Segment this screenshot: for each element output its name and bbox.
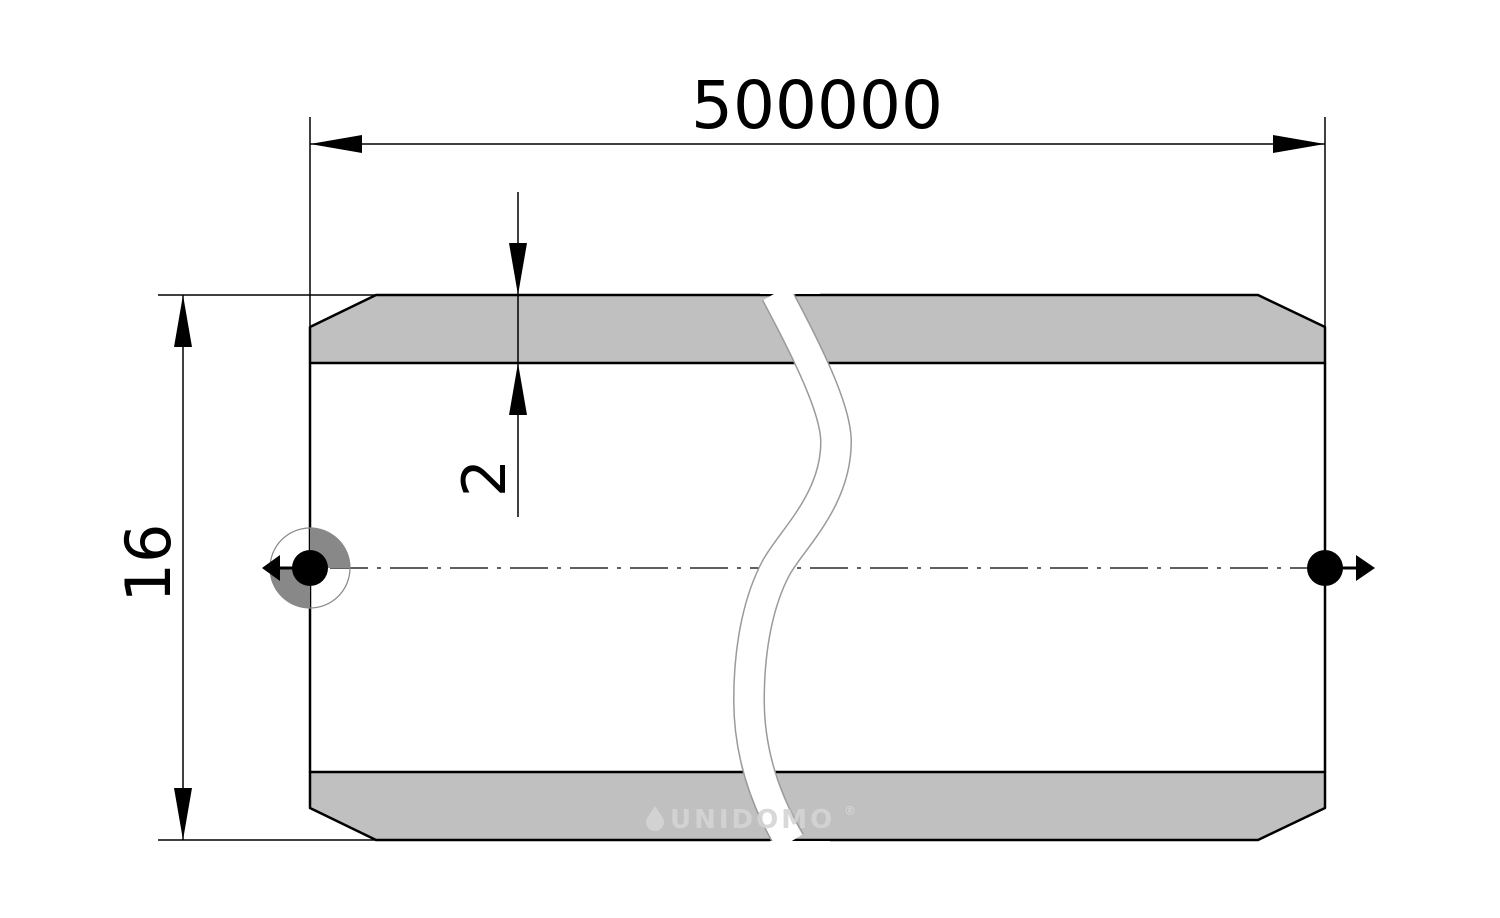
diameter-dimension: 16 bbox=[112, 295, 192, 840]
watermark: UNIDOMO ® bbox=[646, 804, 856, 835]
length-dimension: 500000 bbox=[310, 67, 1325, 153]
arrowhead-left bbox=[310, 135, 362, 153]
wall-thickness-dimension: 2 bbox=[450, 192, 527, 517]
break-gap bbox=[734, 286, 851, 850]
water-drop-icon bbox=[646, 806, 664, 831]
arrowhead-wall-down bbox=[509, 243, 527, 295]
watermark-registered-mark: ® bbox=[844, 804, 856, 818]
break-top-mask bbox=[760, 280, 820, 294]
flow-in-arrow-icon bbox=[262, 527, 351, 609]
flow-out-arrow-icon bbox=[1307, 550, 1375, 586]
arrowhead-wall-up bbox=[509, 363, 527, 415]
arrowhead-top bbox=[174, 295, 192, 347]
arrowhead-right bbox=[1273, 135, 1325, 153]
arrowhead-bottom bbox=[174, 788, 192, 840]
break-bottom-mask bbox=[770, 841, 830, 855]
wall-thickness-label: 2 bbox=[450, 459, 520, 497]
diameter-label: 16 bbox=[112, 524, 185, 603]
watermark-text: UNIDOMO bbox=[670, 805, 835, 835]
length-label: 500000 bbox=[691, 67, 943, 144]
